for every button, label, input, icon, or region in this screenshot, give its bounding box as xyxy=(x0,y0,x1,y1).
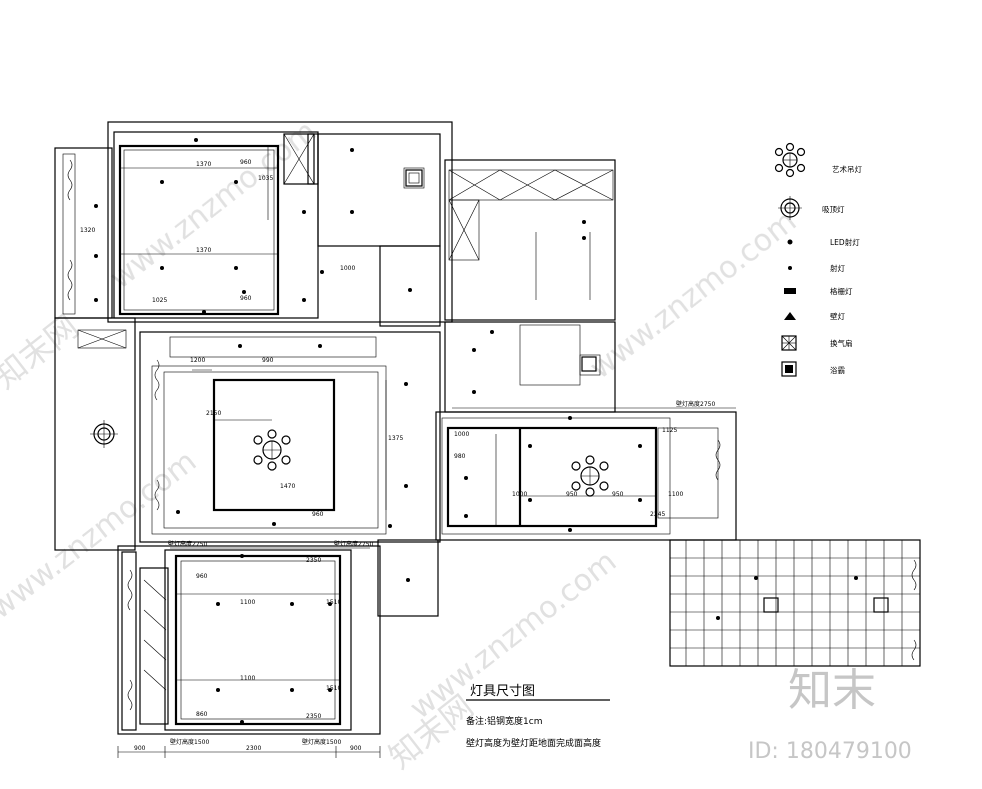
bath-heater-icon xyxy=(405,169,423,187)
legend-label: 浴霸 xyxy=(830,365,845,375)
dim-label: 1025 xyxy=(152,297,167,304)
dim-label: 壁灯高度1500 xyxy=(302,738,341,746)
drawing-title: 灯具尺寸图 xyxy=(470,684,535,699)
dim-label: 960 xyxy=(196,573,208,580)
dim-label: 2350 xyxy=(306,557,321,564)
chandelier-icon xyxy=(571,455,609,497)
watermark-brand: 知末网 xyxy=(0,307,86,396)
dim-label: 1370 xyxy=(196,161,211,168)
id-text: ID: 180479100 xyxy=(748,739,912,764)
ceiling-lamp-icon xyxy=(90,420,118,448)
legend-label: 射灯 xyxy=(830,263,845,273)
chandelier-icon xyxy=(774,142,806,178)
bath-heater-icon xyxy=(581,356,597,372)
dim-label: 960 xyxy=(312,511,324,518)
legend-label: 壁灯 xyxy=(830,311,845,321)
exhaust-fan-icon xyxy=(781,335,797,351)
spotlight-icon xyxy=(788,266,792,270)
dim-label: 960 xyxy=(240,295,252,302)
watermark-text: www.znzmo.com xyxy=(0,444,203,626)
dim-label: 1510 xyxy=(326,685,341,692)
fixtures xyxy=(90,169,609,497)
dim-label: 960 xyxy=(240,159,252,166)
balcony-tiles xyxy=(670,540,920,666)
ceiling-lamp-icon xyxy=(778,196,802,220)
dim-label: 1470 xyxy=(280,483,295,490)
legend-label: 吸顶灯 xyxy=(822,204,845,214)
dim-label: 1035 xyxy=(258,175,273,182)
dim-label: 860 xyxy=(196,711,208,718)
legend: 艺术吊灯 吸顶灯 LED射灯 射灯 格栅灯 壁灯 换气扇 浴霸 xyxy=(774,142,862,377)
title-block: 灯具尺寸图 备注:铝钢宽度1cm 壁灯高度为壁灯距地面完成面高度 xyxy=(466,684,610,749)
dim-label: 2350 xyxy=(306,713,321,720)
dim-label: 2300 xyxy=(246,745,261,752)
legend-label: 格栅灯 xyxy=(830,286,853,296)
dim-label: 900 xyxy=(350,745,362,752)
wall-lamp-icon xyxy=(784,312,796,320)
watermark-text: www.znzmo.com xyxy=(583,204,803,386)
note-line-2: 壁灯高度为壁灯距地面完成面高度 xyxy=(466,737,601,749)
note-line-1: 备注:铝钢宽度1cm xyxy=(466,715,542,727)
bath-heater-icon xyxy=(781,361,797,377)
dim-label: 壁灯高度2750 xyxy=(676,400,715,408)
grille-light-icon xyxy=(784,288,796,294)
dim-label: 1200 xyxy=(190,357,205,364)
dim-label: 950 xyxy=(612,491,624,498)
watermark-text: www.znzmo.com xyxy=(103,114,323,296)
logo-text: 知末 xyxy=(788,665,876,716)
dim-label: 950 xyxy=(566,491,578,498)
legend-label: LED射灯 xyxy=(830,237,860,247)
dim-label: 壁灯高度2750 xyxy=(168,540,207,548)
dim-label: 1375 xyxy=(388,435,403,442)
legend-label: 艺术吊灯 xyxy=(832,164,862,174)
dimension-lines xyxy=(117,146,736,758)
dim-label: 1125 xyxy=(662,427,677,434)
dim-label: 1100 xyxy=(668,491,683,498)
dimension-texts: 1370 1370 960 1035 960 1025 1320 1000 12… xyxy=(80,159,715,752)
dim-label: 1000 xyxy=(454,431,469,438)
brand-watermark: 知末 ID: 180479100 xyxy=(748,665,912,764)
dim-label: 1510 xyxy=(326,599,341,606)
dim-label: 1320 xyxy=(80,227,95,234)
dim-label: 1100 xyxy=(240,599,255,606)
dim-label: 900 xyxy=(134,745,146,752)
spotlights xyxy=(94,138,858,724)
legend-label: 换气扇 xyxy=(830,338,853,348)
dim-label: 壁灯高度1500 xyxy=(170,738,209,746)
dim-label: 壁灯高度2750 xyxy=(334,540,373,548)
dim-label: 2150 xyxy=(206,410,221,417)
dim-label: 990 xyxy=(262,357,274,364)
led-spotlight-icon xyxy=(787,239,793,245)
dim-label: 1370 xyxy=(196,247,211,254)
dim-label: 1000 xyxy=(340,265,355,272)
dim-label: 1000 xyxy=(512,491,527,498)
curtains xyxy=(67,159,917,711)
dim-label: 1100 xyxy=(240,675,255,682)
dim-label: 2245 xyxy=(650,511,665,518)
chandelier-icon xyxy=(253,429,291,471)
dim-label: 980 xyxy=(454,453,466,460)
walls xyxy=(54,121,921,735)
